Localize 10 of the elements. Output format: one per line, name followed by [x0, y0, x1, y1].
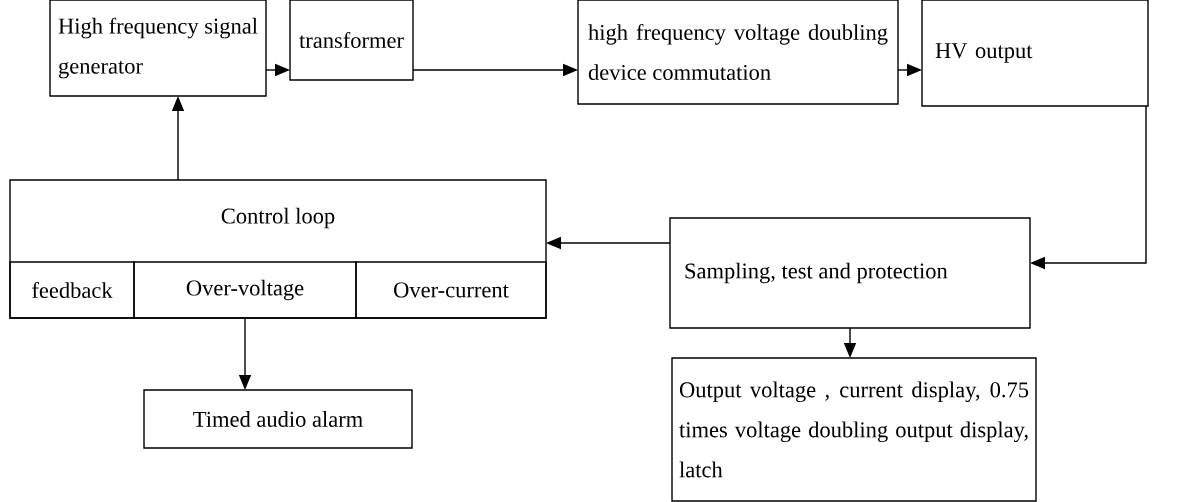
process-box: high frequency voltage doubling device commutation [577, 0, 899, 105]
process-box: High frequency signal generator [49, 0, 267, 97]
process-box: feedback [9, 261, 135, 319]
process-box: HV output [921, 0, 1149, 107]
process-box: Output voltage , current display, 0.75 times voltage doubling output display, latch [671, 357, 1037, 502]
process-box: transformer [289, 0, 414, 81]
process-box: Timed audio alarm [143, 389, 413, 449]
process-box: Sampling, test and protection [669, 217, 1031, 329]
process-box: Over-voltage [133, 261, 357, 319]
process-box: Over-current [355, 261, 547, 319]
